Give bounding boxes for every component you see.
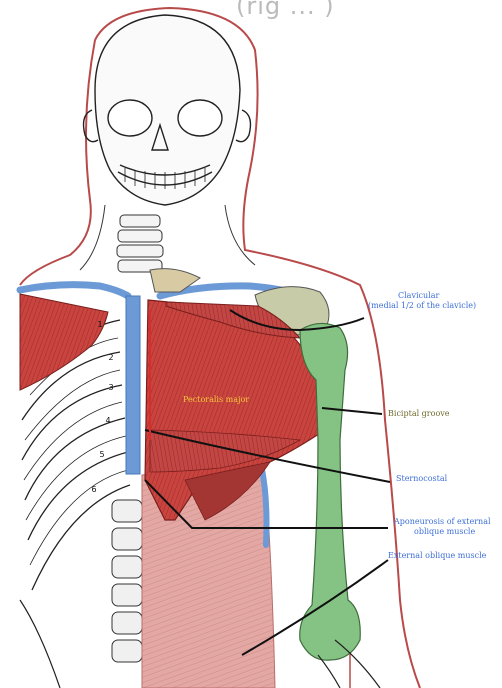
skull	[84, 15, 251, 205]
label-pectoralis-major: Pectoralis major	[183, 395, 249, 405]
clavicle-left	[20, 285, 128, 296]
label-aponeurosis: Aponeurosis of external	[394, 517, 491, 527]
rib-number-6: 6	[88, 485, 100, 494]
rib-number-1: 1	[94, 320, 106, 329]
rib-number-3: 3	[105, 383, 117, 392]
label-clavicular-sub: (medial 1/2 of the clavicle)	[368, 301, 476, 311]
rib-number-2: 2	[105, 353, 117, 362]
label-clavicular: Clavicular	[398, 291, 439, 301]
label-bicipital-groove: Biciptal groove	[388, 409, 450, 419]
label-sternocostal: Sternocostal	[396, 474, 447, 484]
body-outline-left	[20, 40, 95, 285]
cervical-spine	[117, 215, 163, 272]
sternum	[126, 296, 140, 474]
label-external-oblique: External oblique muscle	[388, 551, 486, 561]
neck-lines	[80, 205, 255, 270]
rib-number-5: 5	[96, 450, 108, 459]
lumbar-spine	[112, 500, 142, 662]
rib-number-4: 4	[102, 416, 114, 425]
partial-title: (rig ... )	[236, 0, 335, 20]
label-aponeurosis-sub: oblique muscle	[414, 527, 475, 537]
